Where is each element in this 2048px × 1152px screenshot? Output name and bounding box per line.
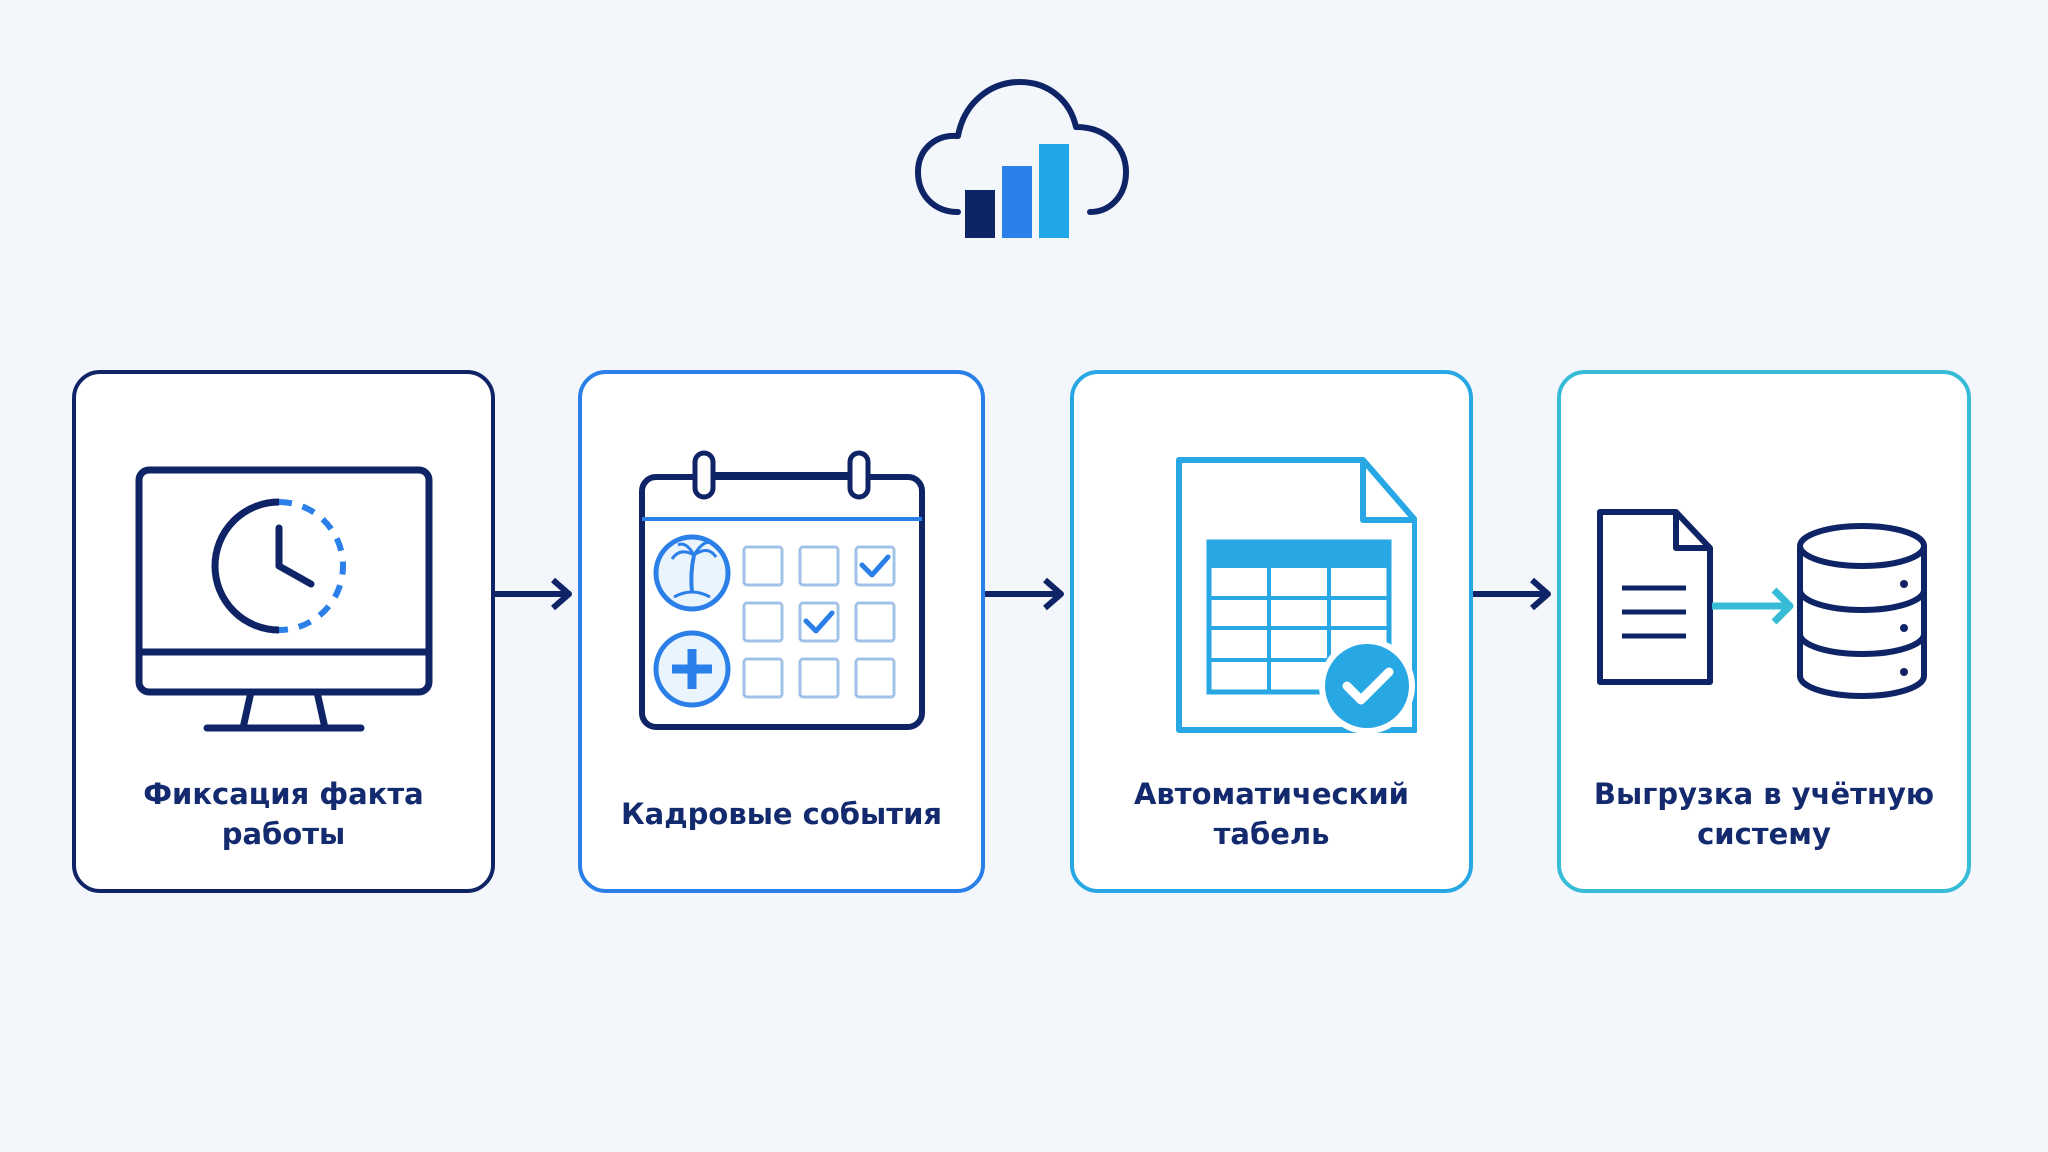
spreadsheet-check-icon <box>1175 457 1417 734</box>
cloud-outline <box>915 79 1129 215</box>
step-label: Фиксация факта работы <box>143 777 424 851</box>
step-label: Выгрузка в учётную систему <box>1593 777 1935 851</box>
arrow-right-icon <box>495 577 572 611</box>
step-card-export: Выгрузка в учётную систему <box>1557 370 1971 893</box>
step-card-work-fact: Фиксация факта работы <box>72 370 495 893</box>
bar-mid <box>1002 166 1032 238</box>
monitor-clock-icon <box>135 466 432 732</box>
document-to-database-icon <box>1597 509 1927 699</box>
bar-light <box>1039 144 1069 238</box>
calendar-icon <box>638 450 925 730</box>
step-card-hr-events: Кадровые события <box>578 370 985 893</box>
arrow-right-icon <box>985 577 1064 611</box>
step-label: Кадровые события <box>620 797 943 831</box>
step-card-auto-timesheet: Автоматический табель <box>1070 370 1473 893</box>
arrow-right-icon <box>1473 577 1551 611</box>
bar-dark <box>965 190 995 238</box>
cloud-bar-chart-icon <box>915 79 1129 238</box>
step-label: Автоматический табель <box>1133 777 1410 851</box>
